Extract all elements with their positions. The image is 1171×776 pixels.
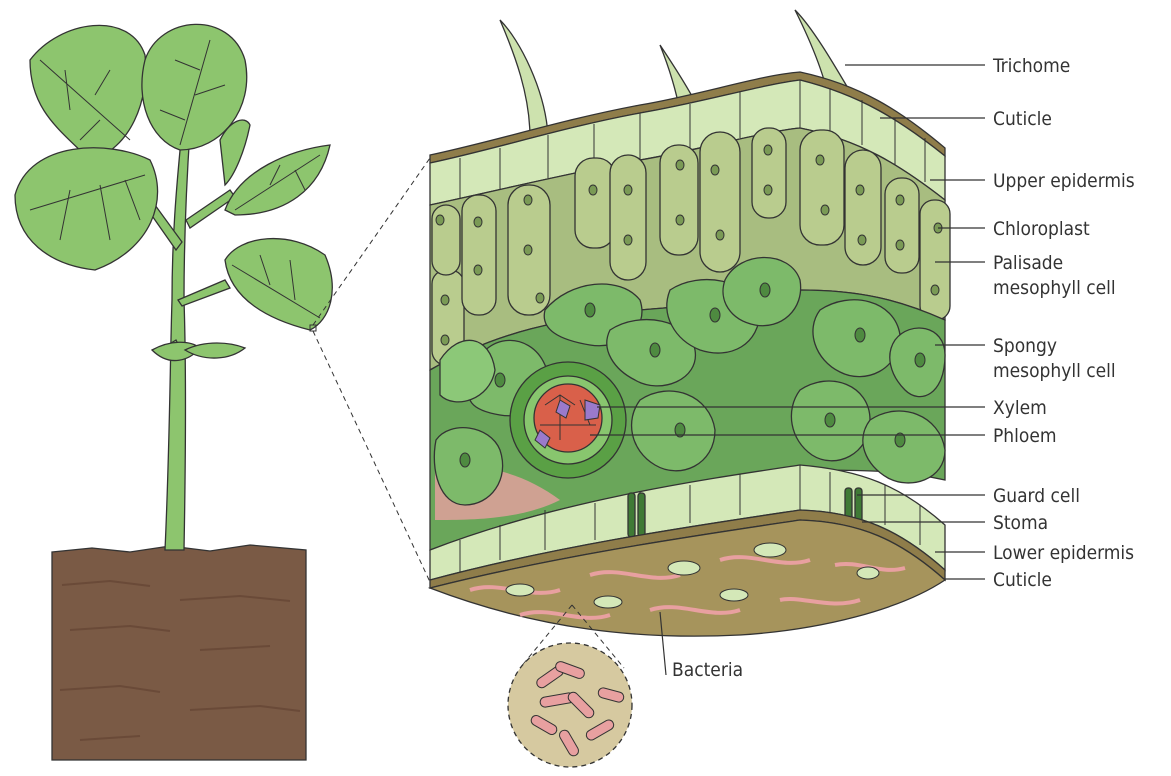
label-guard-cell: Guard cell: [993, 485, 1080, 507]
leaf-cross-section: [430, 10, 950, 767]
label-spongy-line1: Spongy: [993, 335, 1057, 357]
label-palisade-line1: Palisade: [993, 252, 1063, 274]
label-lower-epidermis: Lower epidermis: [993, 542, 1134, 564]
label-cuticle-bottom: Cuticle: [993, 569, 1052, 591]
vascular-bundle: [510, 362, 626, 478]
label-bacteria: Bacteria: [672, 659, 743, 681]
label-trichome: Trichome: [992, 55, 1070, 77]
soil-block: [52, 545, 306, 760]
stem: [148, 130, 235, 550]
label-phloem: Phloem: [993, 425, 1057, 447]
label-cuticle-top: Cuticle: [993, 108, 1052, 130]
label-palisade-line2: mesophyll cell: [993, 277, 1116, 299]
plant-illustration: [15, 24, 332, 760]
label-xylem: Xylem: [993, 397, 1047, 419]
label-spongy-line2: mesophyll cell: [993, 360, 1116, 382]
label-chloroplast: Chloroplast: [993, 218, 1090, 240]
label-upper-epidermis: Upper epidermis: [993, 170, 1135, 192]
zoom-lines: [310, 158, 430, 582]
label-stoma: Stoma: [993, 512, 1048, 534]
